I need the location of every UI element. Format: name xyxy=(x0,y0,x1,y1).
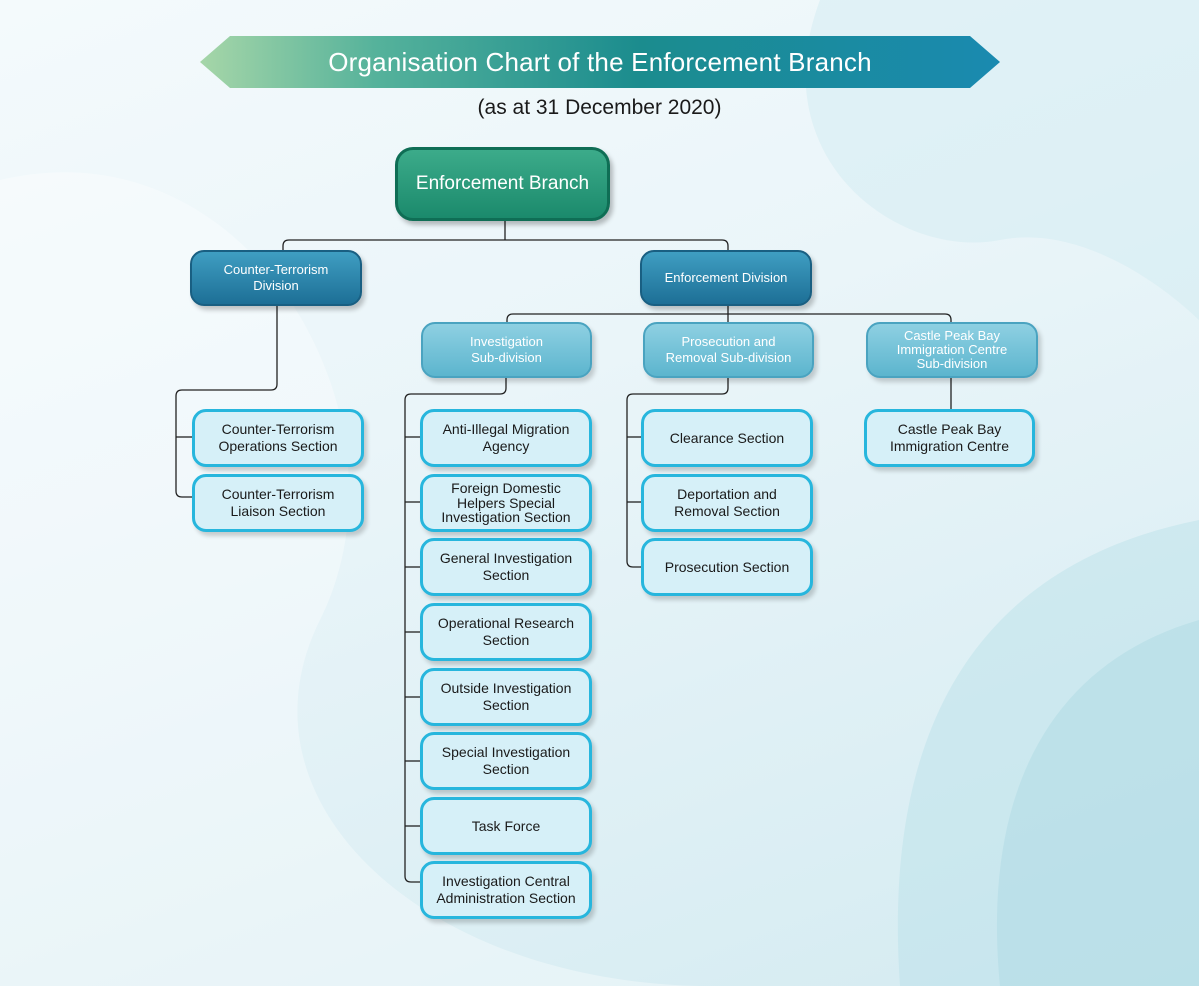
node-label-line: Section xyxy=(482,761,530,777)
node-anti-illegal-migration-agency: Anti-Illegal Migration Agency xyxy=(420,409,592,467)
node-label-line: Division xyxy=(253,278,299,293)
node-task-force: Task Force xyxy=(420,797,592,855)
node-label-line: Removal Sub-division xyxy=(665,350,792,365)
node-investigation-central-admin-section: Investigation Central Administration Sec… xyxy=(420,861,592,919)
node-label-line: Section xyxy=(482,697,530,713)
chart-subtitle: (as at 31 December 2020) xyxy=(477,96,722,119)
node-label-line: Castle Peak Bay xyxy=(897,421,1002,438)
title-banner: Organisation Chart of the Enforcement Br… xyxy=(200,36,1000,88)
node-label-line: Prosecution and xyxy=(681,334,776,350)
node-label-line: Prosecution Section xyxy=(664,558,790,575)
node-label-line: Administration Section xyxy=(436,890,576,906)
connector-ed-bus xyxy=(506,313,952,322)
connector-pros-bracket xyxy=(626,378,729,568)
chart-title: Organisation Chart of the Enforcement Br… xyxy=(328,46,872,77)
node-prosecution-removal-subdivision: Prosecution and Removal Sub-division xyxy=(643,322,814,378)
connector-ct-bracket xyxy=(175,306,278,498)
node-prosecution-section: Prosecution Section xyxy=(641,538,813,596)
node-enforcement-branch-label: Enforcement Branch xyxy=(415,172,590,194)
node-investigation-subdivision: Investigation Sub-division xyxy=(421,322,592,378)
node-label-line: Counter-Terrorism xyxy=(223,262,329,278)
node-label-line: Section xyxy=(482,632,530,648)
node-label-line: Task Force xyxy=(471,817,541,834)
node-special-investigation-section: Special Investigation Section xyxy=(420,732,592,790)
node-label-line: Investigation xyxy=(470,334,543,350)
node-label-line: Immigration Centre xyxy=(896,341,1008,357)
node-label-line: Removal Section xyxy=(674,503,780,519)
node-ct-operations-section: Counter-Terrorism Operations Section xyxy=(192,409,364,467)
node-clearance-section: Clearance Section xyxy=(641,409,813,467)
node-label-line: Operations Section xyxy=(218,438,338,454)
node-label-line: Clearance Section xyxy=(669,429,785,446)
node-label-line: Section xyxy=(482,567,530,583)
node-enforcement-branch: Enforcement Branch xyxy=(395,147,610,221)
node-label-line: Immigration Centre xyxy=(889,438,1010,454)
node-label-line: Deportation and xyxy=(677,486,777,503)
node-general-investigation-section: General Investigation Section xyxy=(420,538,592,596)
node-castle-peak-bay-subdivision: Castle Peak Bay Immigration Centre Sub-d… xyxy=(866,322,1038,378)
node-label-line: Foreign Domestic xyxy=(451,479,561,496)
node-label-line: Agency xyxy=(482,438,530,454)
node-label-line: General Investigation xyxy=(439,550,573,567)
node-label-line: Investigation Central xyxy=(442,873,570,890)
connector-inv-bracket xyxy=(404,378,507,883)
node-deportation-removal-section: Deportation and Removal Section xyxy=(641,474,813,532)
node-outside-investigation-section: Outside Investigation Section xyxy=(420,668,592,726)
node-label-line: Sub-division xyxy=(916,356,988,372)
node-label-line: Counter-Terrorism xyxy=(221,486,335,503)
node-label-line: Enforcement Division xyxy=(664,270,788,286)
node-label-line: Special Investigation xyxy=(441,744,571,761)
node-label-line: Helpers Special xyxy=(456,494,556,511)
connector-root-bus xyxy=(282,239,729,250)
node-fdh-special-investigation-section: Foreign Domestic Helpers Special Investi… xyxy=(420,474,592,532)
node-label-line: Operational Research xyxy=(437,615,575,632)
node-enforcement-division: Enforcement Division xyxy=(640,250,812,306)
node-castle-peak-bay-immigration-centre: Castle Peak Bay Immigration Centre xyxy=(864,409,1035,467)
node-label-line: Counter-Terrorism xyxy=(221,421,335,438)
node-label-line: Outside Investigation xyxy=(440,680,572,697)
node-label-line: Liaison Section xyxy=(230,503,326,519)
node-label-line: Anti-Illegal Migration xyxy=(442,421,570,438)
node-label-line: Castle Peak Bay xyxy=(903,327,1001,343)
node-ct-liaison-section: Counter-Terrorism Liaison Section xyxy=(192,474,364,532)
node-operational-research-section: Operational Research Section xyxy=(420,603,592,661)
node-counter-terrorism-division: Counter-Terrorism Division xyxy=(190,250,362,306)
node-label-line: Sub-division xyxy=(471,350,542,365)
node-label-line: Investigation Section xyxy=(441,509,571,526)
